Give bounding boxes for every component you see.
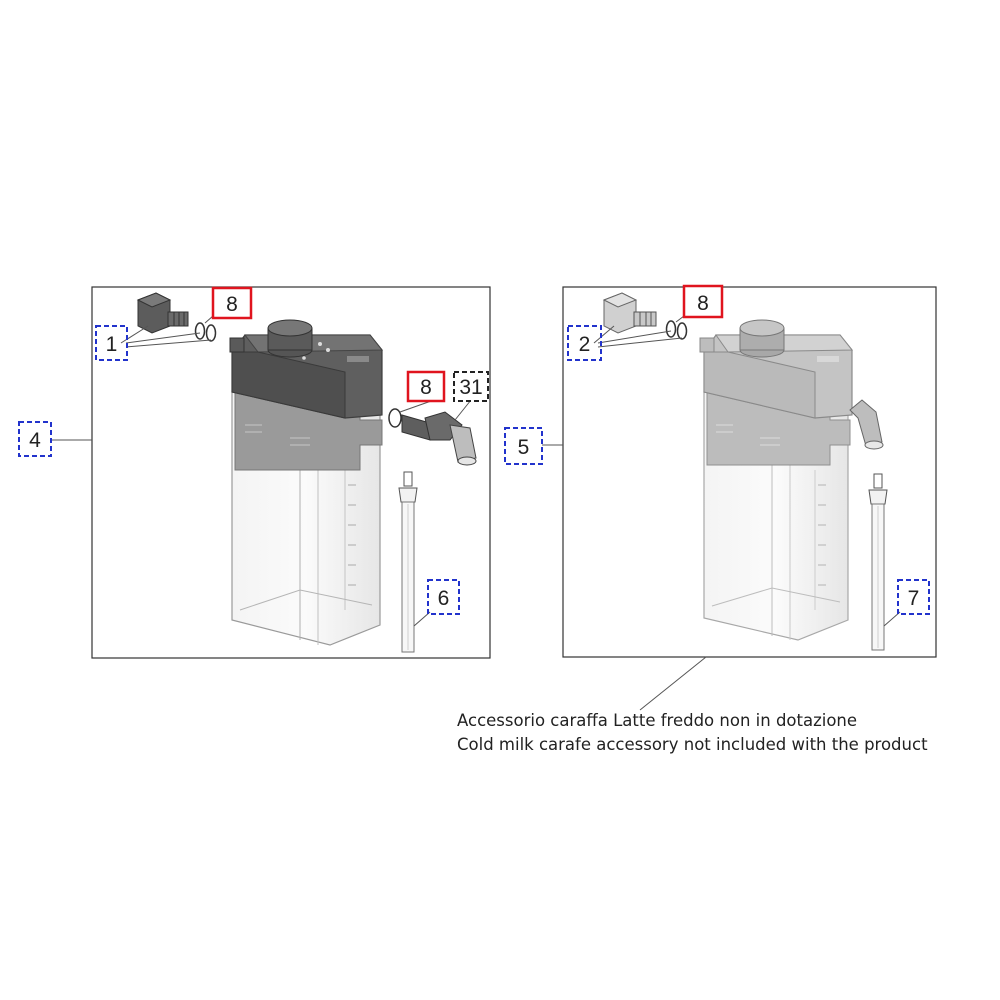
suction-tube-part-7 (868, 473, 888, 651)
milk-carafe-dark (229, 319, 384, 646)
milk-carafe-light (699, 319, 884, 641)
o-ring (665, 320, 677, 338)
callout-4-label: 4 (29, 429, 41, 452)
callout-7: 7 (897, 579, 930, 615)
callout-1: 1 (95, 325, 128, 361)
elbow-tube-part-31 (401, 411, 477, 466)
callout-8-right: 8 (682, 284, 724, 319)
o-ring (676, 322, 688, 340)
right-panel-frame (562, 286, 937, 658)
callout-2-label: 2 (579, 333, 591, 356)
note-italian: Accessorio caraffa Latte freddo non in d… (457, 711, 857, 730)
o-ring (388, 408, 402, 428)
note-english: Cold milk carafe accessory not included … (457, 735, 928, 754)
right-panel (562, 286, 937, 658)
o-ring (205, 324, 217, 342)
callout-31: 31 (453, 371, 489, 402)
callout-8-left: 8 (211, 286, 253, 320)
callout-6-label: 6 (438, 587, 450, 610)
callout-31-label: 31 (459, 376, 482, 399)
callout-5: 5 (504, 427, 543, 465)
callout-2: 2 (567, 325, 602, 361)
callout-7-label: 7 (908, 587, 920, 610)
callout-1-label: 1 (106, 333, 118, 356)
connector-part-1 (136, 292, 189, 334)
o-ring (194, 322, 206, 340)
left-panel-frame (91, 286, 491, 659)
connector-part-2 (602, 292, 657, 334)
callout-6: 6 (427, 579, 460, 615)
note-leader (639, 656, 707, 711)
callout-8-left-label: 8 (226, 293, 238, 316)
left-panel (91, 286, 491, 659)
callout-8-mid: 8 (406, 370, 446, 403)
callout-5-label: 5 (518, 436, 530, 459)
callout-8-mid-label: 8 (420, 376, 432, 399)
callout-8-right-label: 8 (697, 292, 709, 315)
callout-4: 4 (18, 421, 52, 457)
suction-tube-part-6 (398, 471, 418, 653)
